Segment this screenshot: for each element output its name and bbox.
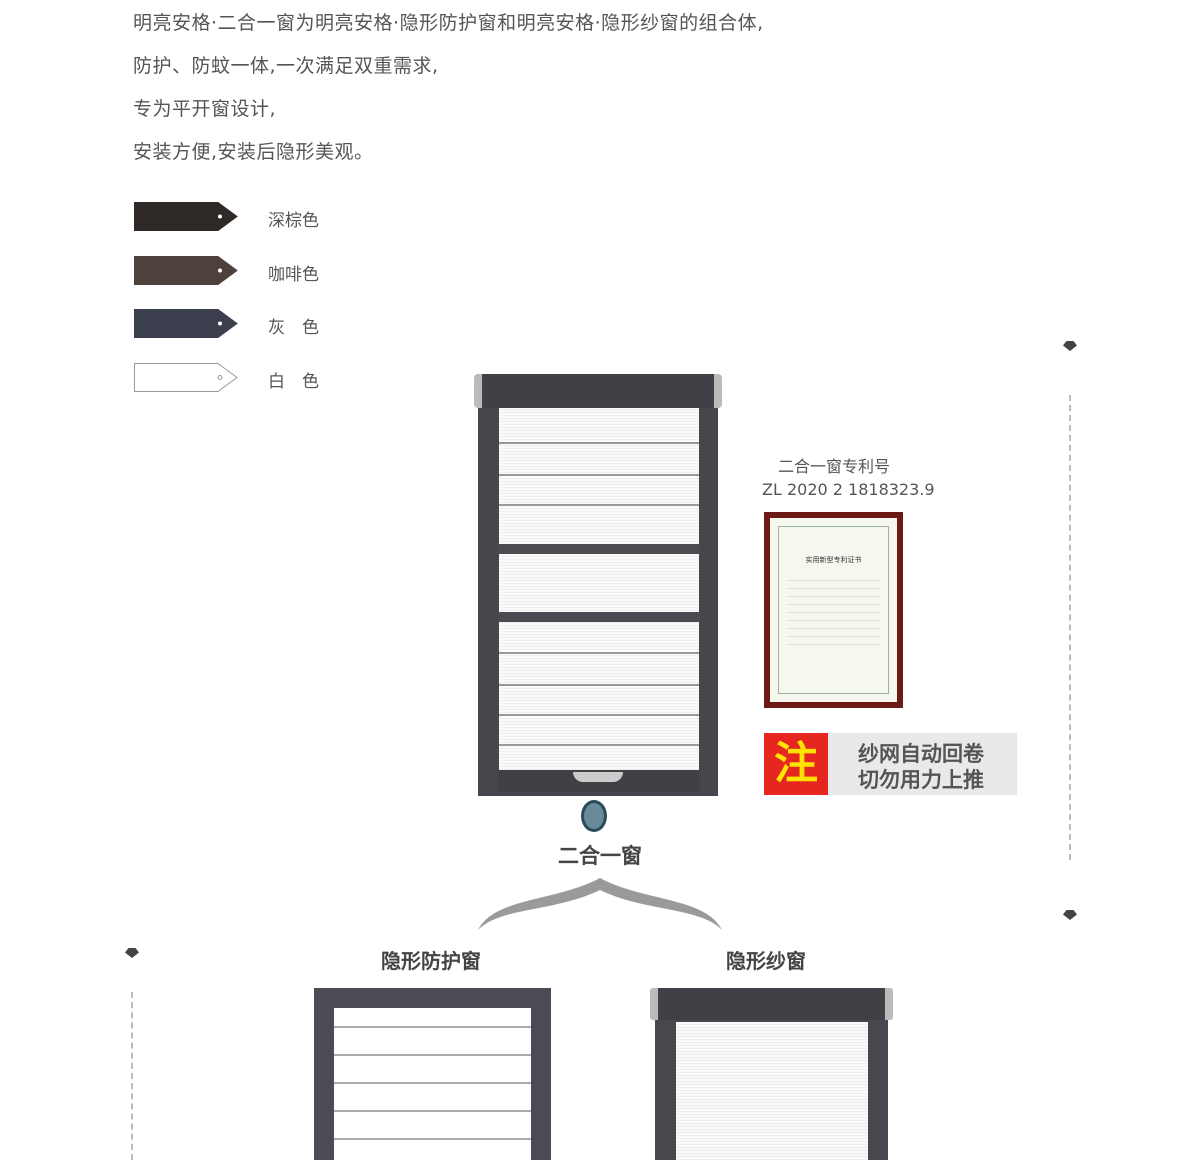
patent-title: 二合一窗专利号 — [778, 457, 891, 476]
wire — [334, 1138, 531, 1140]
diamond-icon — [1063, 341, 1077, 351]
color-label: 灰 色 — [268, 318, 319, 338]
wire — [334, 1110, 531, 1112]
notice-badge: 注 — [764, 733, 828, 795]
slat — [499, 474, 699, 476]
divider — [131, 992, 133, 1160]
color-label: 白 色 — [268, 372, 319, 392]
intro-line: 防护、防蚊一体,一次满足双重需求, — [133, 55, 439, 77]
certificate-title: 实用新型专利证书 — [805, 556, 862, 564]
slat — [499, 744, 699, 746]
diamond-icon — [1063, 910, 1077, 920]
diamond-icon — [125, 948, 139, 958]
slat — [499, 652, 699, 654]
divider — [1069, 395, 1071, 860]
patent-certificate-image: 实用新型专利证书 — [764, 512, 903, 708]
slat — [499, 714, 699, 716]
color-label: 咖啡色 — [268, 265, 319, 285]
intro-line: 专为平开窗设计, — [133, 98, 277, 120]
notice-line: 纱网自动回卷 — [858, 742, 984, 766]
component-title: 隐形防护窗 — [381, 949, 481, 973]
color-swatch — [134, 256, 238, 285]
color-swatch — [134, 309, 238, 338]
color-swatch — [134, 202, 238, 231]
slat — [499, 504, 699, 506]
slat — [499, 684, 699, 686]
patent-number: ZL 2020 2 1818323.9 — [762, 480, 935, 499]
color-swatch — [134, 363, 238, 392]
color-label: 深棕色 — [268, 211, 319, 231]
brace-icon — [478, 878, 722, 930]
intro-line: 明亮安格·二合一窗为明亮安格·隐形防护窗和明亮安格·隐形纱窗的组合体, — [133, 12, 764, 34]
notice-banner: 注 纱网自动回卷 切勿用力上推 — [764, 733, 1017, 795]
wire — [334, 1054, 531, 1056]
slat — [499, 442, 699, 444]
intro-line: 安装方便,安装后隐形美观。 — [133, 141, 374, 163]
product-title: 二合一窗 — [558, 844, 642, 868]
wire — [334, 1026, 531, 1028]
component-title: 隐形纱窗 — [726, 949, 806, 973]
wire — [334, 1082, 531, 1084]
notice-line: 切勿用力上推 — [858, 768, 984, 792]
